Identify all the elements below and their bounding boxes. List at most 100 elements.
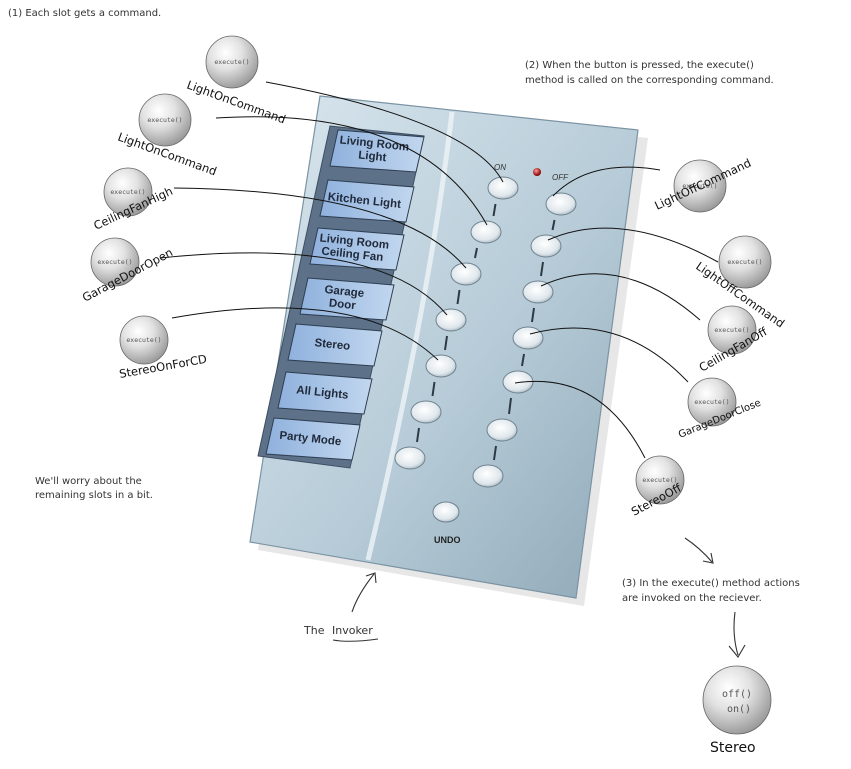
slot-label-text: Door [328, 297, 356, 312]
on-button-6[interactable] [410, 400, 442, 424]
slot-label-text: Garage [324, 284, 365, 300]
note-button-pressed-line1: (2) When the button is pressed, the exec… [525, 60, 754, 71]
invoke-arrow-1-head [702, 552, 714, 564]
invoke-arrow-2-head [728, 644, 746, 658]
command-method: execute() [642, 476, 677, 484]
on-button-separator [416, 427, 420, 443]
command-ball [673, 159, 727, 213]
invoke-arrow-2 [733, 611, 739, 656]
command-ball [718, 235, 772, 289]
receiver-method-on: on() [727, 704, 751, 715]
off-button-4[interactable] [512, 326, 544, 350]
command-ball [119, 315, 169, 365]
connector-lines [159, 81, 719, 459]
connector-line [552, 166, 661, 197]
off-button-5[interactable] [502, 370, 534, 394]
on-button-2[interactable] [470, 220, 502, 244]
on-label: ON [494, 163, 506, 172]
invoker-callout: The Invoker [303, 572, 379, 642]
connector-line [547, 227, 719, 263]
command-ball [138, 93, 192, 147]
receiver-method-off: off() [722, 689, 752, 700]
invoker-arrow [351, 573, 375, 613]
command-ball [635, 455, 685, 505]
off-label: OFF [552, 173, 569, 182]
receiver-ball [702, 665, 772, 735]
off-button-separator [551, 219, 556, 231]
command-method: execute() [147, 116, 182, 124]
command-stereo-off: execute() StereoOff [629, 455, 685, 519]
on-button-4[interactable] [435, 308, 467, 332]
slot-label-text: Light [358, 149, 387, 164]
connector-line [265, 81, 504, 183]
off-button-2[interactable] [530, 234, 562, 258]
off-button-3[interactable] [522, 280, 554, 304]
connector-line [514, 380, 646, 459]
off-button-1[interactable] [545, 192, 577, 216]
off-button-separator [493, 445, 497, 461]
slot-label-box [277, 371, 373, 415]
receiver-stereo: off() on() Stereo [702, 665, 772, 756]
command-garage-door-open: execute() GarageDoorOpen [80, 237, 175, 305]
connector-line [540, 273, 701, 321]
invoker-label-prefix: The [303, 624, 325, 637]
command-light-off-1: execute() LightOffCommand [652, 156, 753, 213]
command-ball [707, 305, 757, 355]
command-ball [205, 35, 259, 89]
off-button-separator [521, 353, 525, 367]
on-button-3[interactable] [450, 262, 482, 286]
on-button-1[interactable] [487, 176, 519, 200]
invoker-arrow-head [365, 572, 377, 584]
command-method: execute() [727, 258, 762, 266]
slot-buttons [394, 176, 577, 488]
on-button-5[interactable] [425, 354, 457, 378]
slot-label-text: All Lights [296, 384, 349, 401]
note-worry-line1: We'll worry about the [35, 476, 142, 487]
command-ball [103, 167, 153, 217]
off-button-7[interactable] [472, 464, 504, 488]
slot-label-box [329, 129, 425, 173]
connector-line [171, 307, 439, 361]
undo-label: UNDO [434, 535, 461, 545]
command-light-on-1: execute() LightOnCommand [185, 35, 288, 126]
command-ball [90, 237, 140, 287]
command-ball [687, 377, 737, 427]
on-button-separator [492, 203, 497, 217]
connector-line [159, 252, 448, 316]
undo-button[interactable] [432, 501, 460, 523]
command-method: execute() [714, 326, 749, 334]
on-button-separator [456, 289, 461, 305]
slot-label-box [287, 323, 383, 367]
receiver-arrow [684, 537, 746, 658]
command-method: execute() [126, 336, 161, 344]
on-button-separator [444, 335, 448, 351]
connector-line [529, 327, 689, 383]
note-invoked-line1: (3) In the execute() method actions [622, 578, 800, 589]
status-led [533, 168, 541, 176]
connector-line [215, 116, 488, 226]
command-method: execute() [97, 258, 132, 266]
invoke-arrow-1 [684, 537, 713, 563]
connector-line [173, 187, 467, 269]
note-worry-line2: remaining slots in a bit. [35, 490, 153, 501]
command-method: execute() [110, 188, 145, 196]
on-button-7[interactable] [394, 446, 426, 470]
command-garage-door-close: execute() GarageDoorClose [677, 377, 763, 441]
command-light-on-2: execute() LightOnCommand [116, 93, 219, 178]
slot-label-box [299, 277, 395, 321]
invoker-label-word: Invoker [332, 624, 373, 637]
note-invoked-line2: are invoked on the reciever. [622, 593, 762, 604]
off-button-separator [540, 261, 544, 277]
note-button-pressed-line2: method is called on the corresponding co… [525, 75, 774, 86]
slot-label-text: Stereo [314, 337, 351, 353]
receiver-name: Stereo [710, 740, 756, 756]
command-method: execute() [682, 182, 717, 190]
command-stereo-on-for-cd: execute() StereoOnForCD [118, 315, 208, 381]
slot-label-box [319, 179, 415, 223]
note-each-slot: (1) Each slot gets a command. [8, 8, 161, 19]
off-button-separator [531, 307, 535, 323]
off-button-6[interactable] [486, 418, 518, 442]
